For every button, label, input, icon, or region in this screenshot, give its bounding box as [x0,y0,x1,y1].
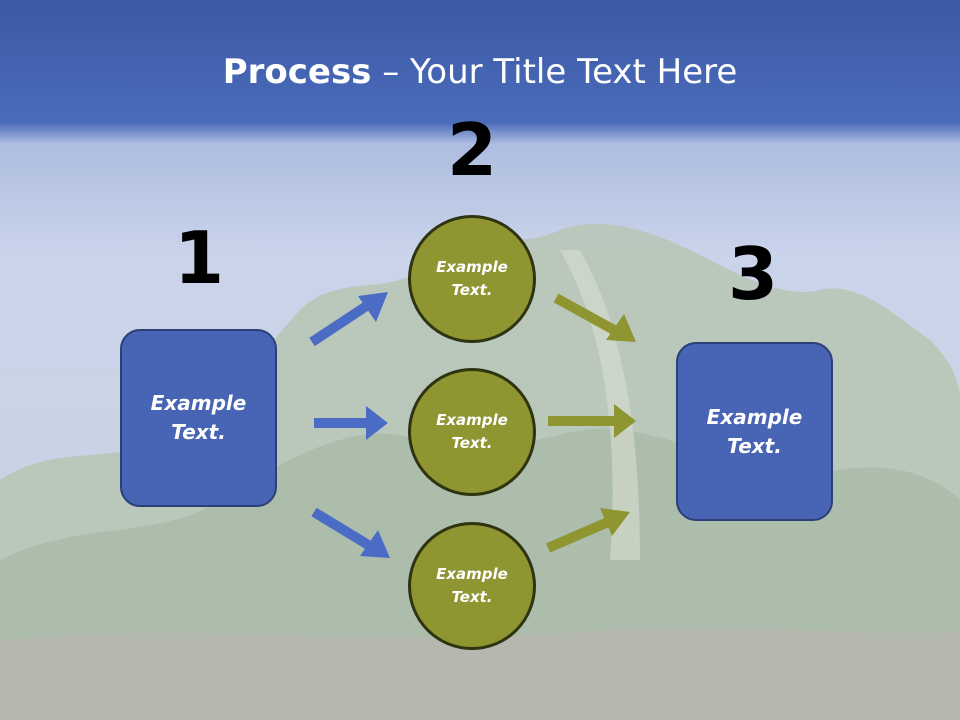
circle-middle: Example Text. [408,368,536,496]
arrow-bottom-to-right [546,508,630,553]
circle-bottom: Example Text. [408,522,536,650]
arrow-left-to-bottom [311,507,390,558]
title-rest: – Your Title Text Here [371,52,738,92]
arrow-left-to-top [309,292,388,347]
left-box-text: Example Text. [150,391,247,444]
right-process-box: Example Text. [676,342,833,521]
left-process-box: Example Text. [120,329,277,507]
circle-top: Example Text. [408,215,536,343]
step-number-3: 3 [727,232,779,316]
slide-title: Process – Your Title Text Here [0,52,960,92]
arrow-top-to-right [553,293,636,342]
arrow-left-to-middle [314,406,388,440]
step-number-1: 1 [173,216,225,300]
circle-bottom-text: Example Text. [436,565,508,606]
arrow-middle-to-right [548,404,636,438]
circle-top-text: Example Text. [436,258,508,299]
title-bold: Process [222,52,372,92]
right-box-text: Example Text. [706,404,803,458]
step-number-2: 2 [446,108,498,192]
circle-middle-text: Example Text. [436,411,508,452]
